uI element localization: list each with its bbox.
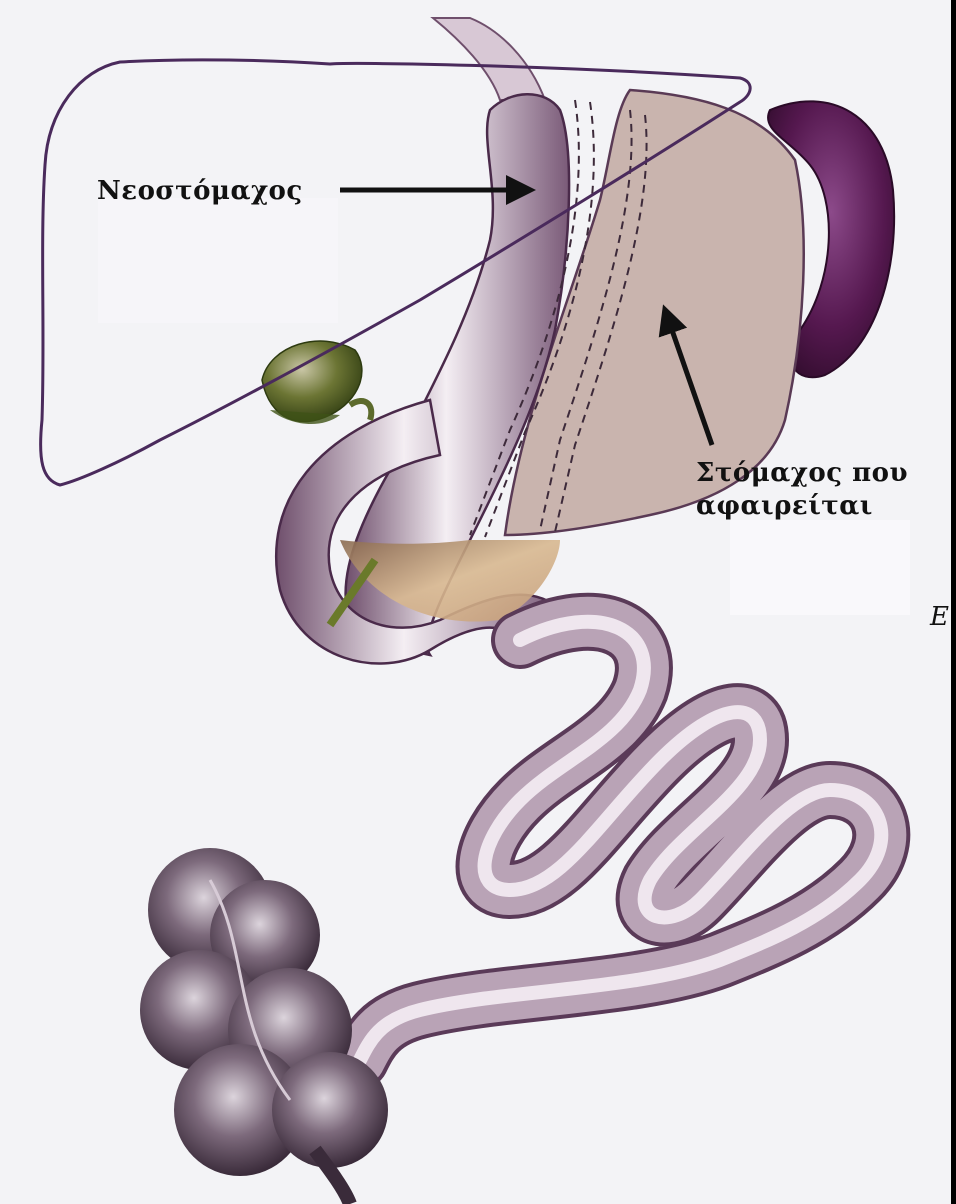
gallbladder	[262, 341, 371, 424]
small-intestine	[360, 622, 881, 1060]
label-corner-letter: E	[930, 602, 949, 632]
label-new-stomach: Νεοστόμαχος	[97, 176, 303, 206]
label-removed-stomach-line1: Στόμαχος που	[696, 458, 908, 488]
colon	[140, 848, 388, 1204]
esophagus	[433, 18, 545, 100]
label-removed-stomach-line2: αφαιρείται	[696, 491, 873, 521]
right-edge-border	[951, 0, 956, 1204]
